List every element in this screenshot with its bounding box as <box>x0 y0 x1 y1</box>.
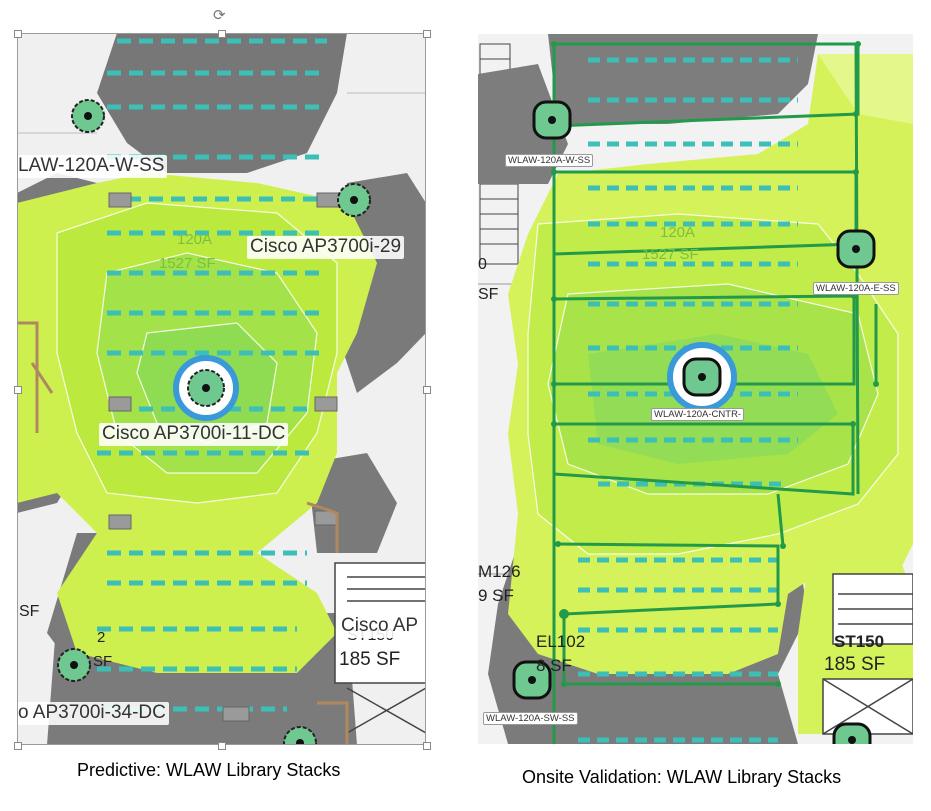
resize-handle-bl[interactable] <box>14 742 22 750</box>
resize-handle-bc[interactable] <box>218 742 226 750</box>
room-name: 120A <box>177 231 213 248</box>
ap-label-w[interactable]: WLAW-120A-W-SS <box>505 154 594 168</box>
left-sf-label: SF <box>478 286 499 303</box>
ap-label-sw[interactable]: WLAW-120A-SW-SS <box>483 712 578 726</box>
predictive-heatmap-map <box>17 33 426 745</box>
predictive-heatmap[interactable]: 120A 1527 SF SF ST150 185 SF 2 SF LAW-12… <box>17 33 426 745</box>
resize-handle-tr[interactable] <box>423 30 431 38</box>
ap-label-center[interactable]: WLAW-120A-CNTR- <box>651 408 745 422</box>
rotate-handle-icon[interactable]: ⟳ <box>213 7 226 24</box>
left-caption: Predictive: WLAW Library Stacks <box>77 760 341 780</box>
st150-area: 185 SF <box>824 654 886 675</box>
room-name: 120A <box>660 224 696 241</box>
resize-handle-br[interactable] <box>423 742 431 750</box>
m126-area: 9 SF <box>478 586 514 605</box>
room-area: 1527 SF <box>159 255 216 272</box>
m126-label: M126 <box>478 562 521 581</box>
ap-label-w[interactable]: LAW-120A-W-SS <box>17 155 168 178</box>
st150-label: ST150 <box>834 632 885 651</box>
resize-handle-tc[interactable] <box>218 30 226 38</box>
st150-area: 185 SF <box>339 649 401 670</box>
el102-label: EL102 <box>536 632 586 651</box>
left-small-area: 2 <box>97 629 106 646</box>
left-zero-label: 0 <box>478 256 487 273</box>
ap-label-center[interactable]: Cisco AP3700i-11-DC <box>99 423 289 446</box>
ap-label-ne[interactable]: Cisco AP3700i-29 <box>247 236 405 259</box>
left-area-sf: SF <box>19 603 40 620</box>
onsite-heatmap-map <box>478 34 913 744</box>
ap-label-e[interactable]: WLAW-120A-E-SS <box>813 282 899 296</box>
resize-handle-tl[interactable] <box>14 30 22 38</box>
resize-handle-ml[interactable] <box>14 386 22 394</box>
right-caption: Onsite Validation: WLAW Library Stacks <box>522 767 842 787</box>
room-area: 1527 SF <box>642 246 699 263</box>
ap-label-sw[interactable]: o AP3700i-34-DC <box>17 702 169 725</box>
ap-label-se[interactable]: Cisco AP <box>338 615 422 638</box>
el102-area: 8 SF <box>536 656 572 675</box>
resize-handle-mr[interactable] <box>423 386 431 394</box>
left-small-sf: SF <box>93 653 113 670</box>
onsite-heatmap[interactable]: 120A 1527 SF 0 SF M126 9 SF EL102 8 SF S… <box>478 34 913 744</box>
